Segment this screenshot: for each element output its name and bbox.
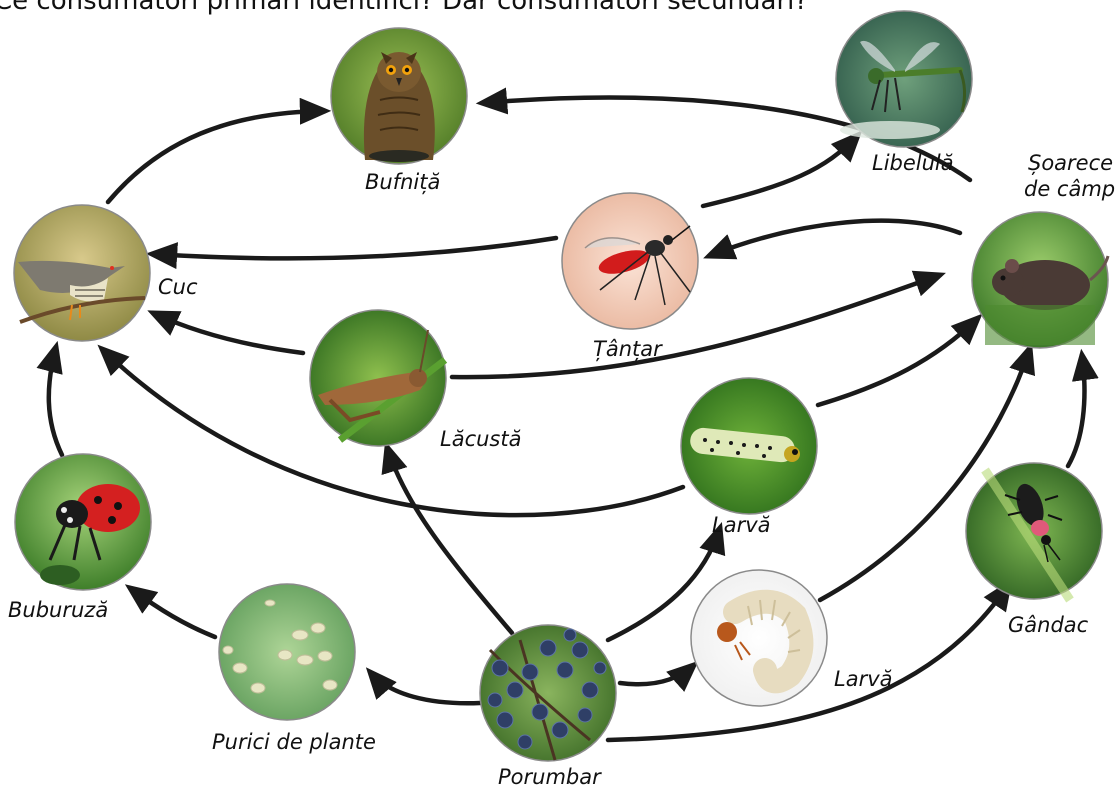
arrow-lacusta-to-cuc bbox=[153, 313, 303, 353]
label-tantar: Țânțar bbox=[593, 337, 663, 361]
organism-porumbar bbox=[480, 625, 616, 761]
arrow-porumbar-to-larva-alba bbox=[620, 665, 694, 684]
label-soarece-1: Șoarece bbox=[1028, 151, 1113, 175]
organism-larva-alba bbox=[691, 570, 827, 706]
organism-cuc bbox=[14, 205, 150, 341]
arrow-gandac-to-soarece bbox=[1068, 355, 1084, 466]
arrow-tantar-to-libelula bbox=[703, 135, 858, 206]
arrow-cuc-to-bufnita bbox=[108, 111, 325, 202]
arrow-lacusta-to-soarece bbox=[452, 275, 940, 377]
arrow-porumbar-to-purici bbox=[370, 672, 480, 703]
label-larva-alba: Larvă bbox=[834, 667, 893, 691]
label-lacusta: Lăcustă bbox=[440, 427, 521, 451]
label-bufnita: Bufniță bbox=[365, 170, 440, 194]
arrow-buburuza-to-cuc bbox=[49, 347, 62, 455]
organism-libelula bbox=[836, 11, 972, 147]
label-soarece-2: de câmp bbox=[1024, 177, 1115, 201]
organism-tantar bbox=[562, 193, 698, 329]
label-purici: Purici de plante bbox=[212, 730, 376, 754]
label-buburuza: Buburuză bbox=[8, 598, 108, 622]
arrow-larva-verde-to-soarece bbox=[818, 318, 978, 405]
arrow-purici-to-buburuza bbox=[130, 588, 215, 637]
organism-larva-verde bbox=[681, 378, 817, 514]
organism-buburuza bbox=[15, 454, 151, 590]
label-libelula: Libelulă bbox=[872, 151, 954, 175]
organism-purici bbox=[219, 584, 355, 720]
arrow-porumbar-to-lacusta bbox=[387, 447, 512, 633]
label-gandac: Gândac bbox=[1008, 613, 1089, 637]
label-cuc: Cuc bbox=[158, 275, 198, 299]
arrow-tantar-to-cuc bbox=[152, 238, 556, 258]
label-larva-verde: Larvă bbox=[712, 513, 771, 537]
organism-bufnita bbox=[331, 28, 467, 164]
organism-gandac bbox=[966, 463, 1102, 600]
organism-lacusta bbox=[310, 310, 446, 446]
label-porumbar: Porumbar bbox=[498, 765, 602, 787]
organism-soarece bbox=[972, 212, 1108, 348]
arrow-soarece-to-tantar bbox=[709, 221, 960, 256]
